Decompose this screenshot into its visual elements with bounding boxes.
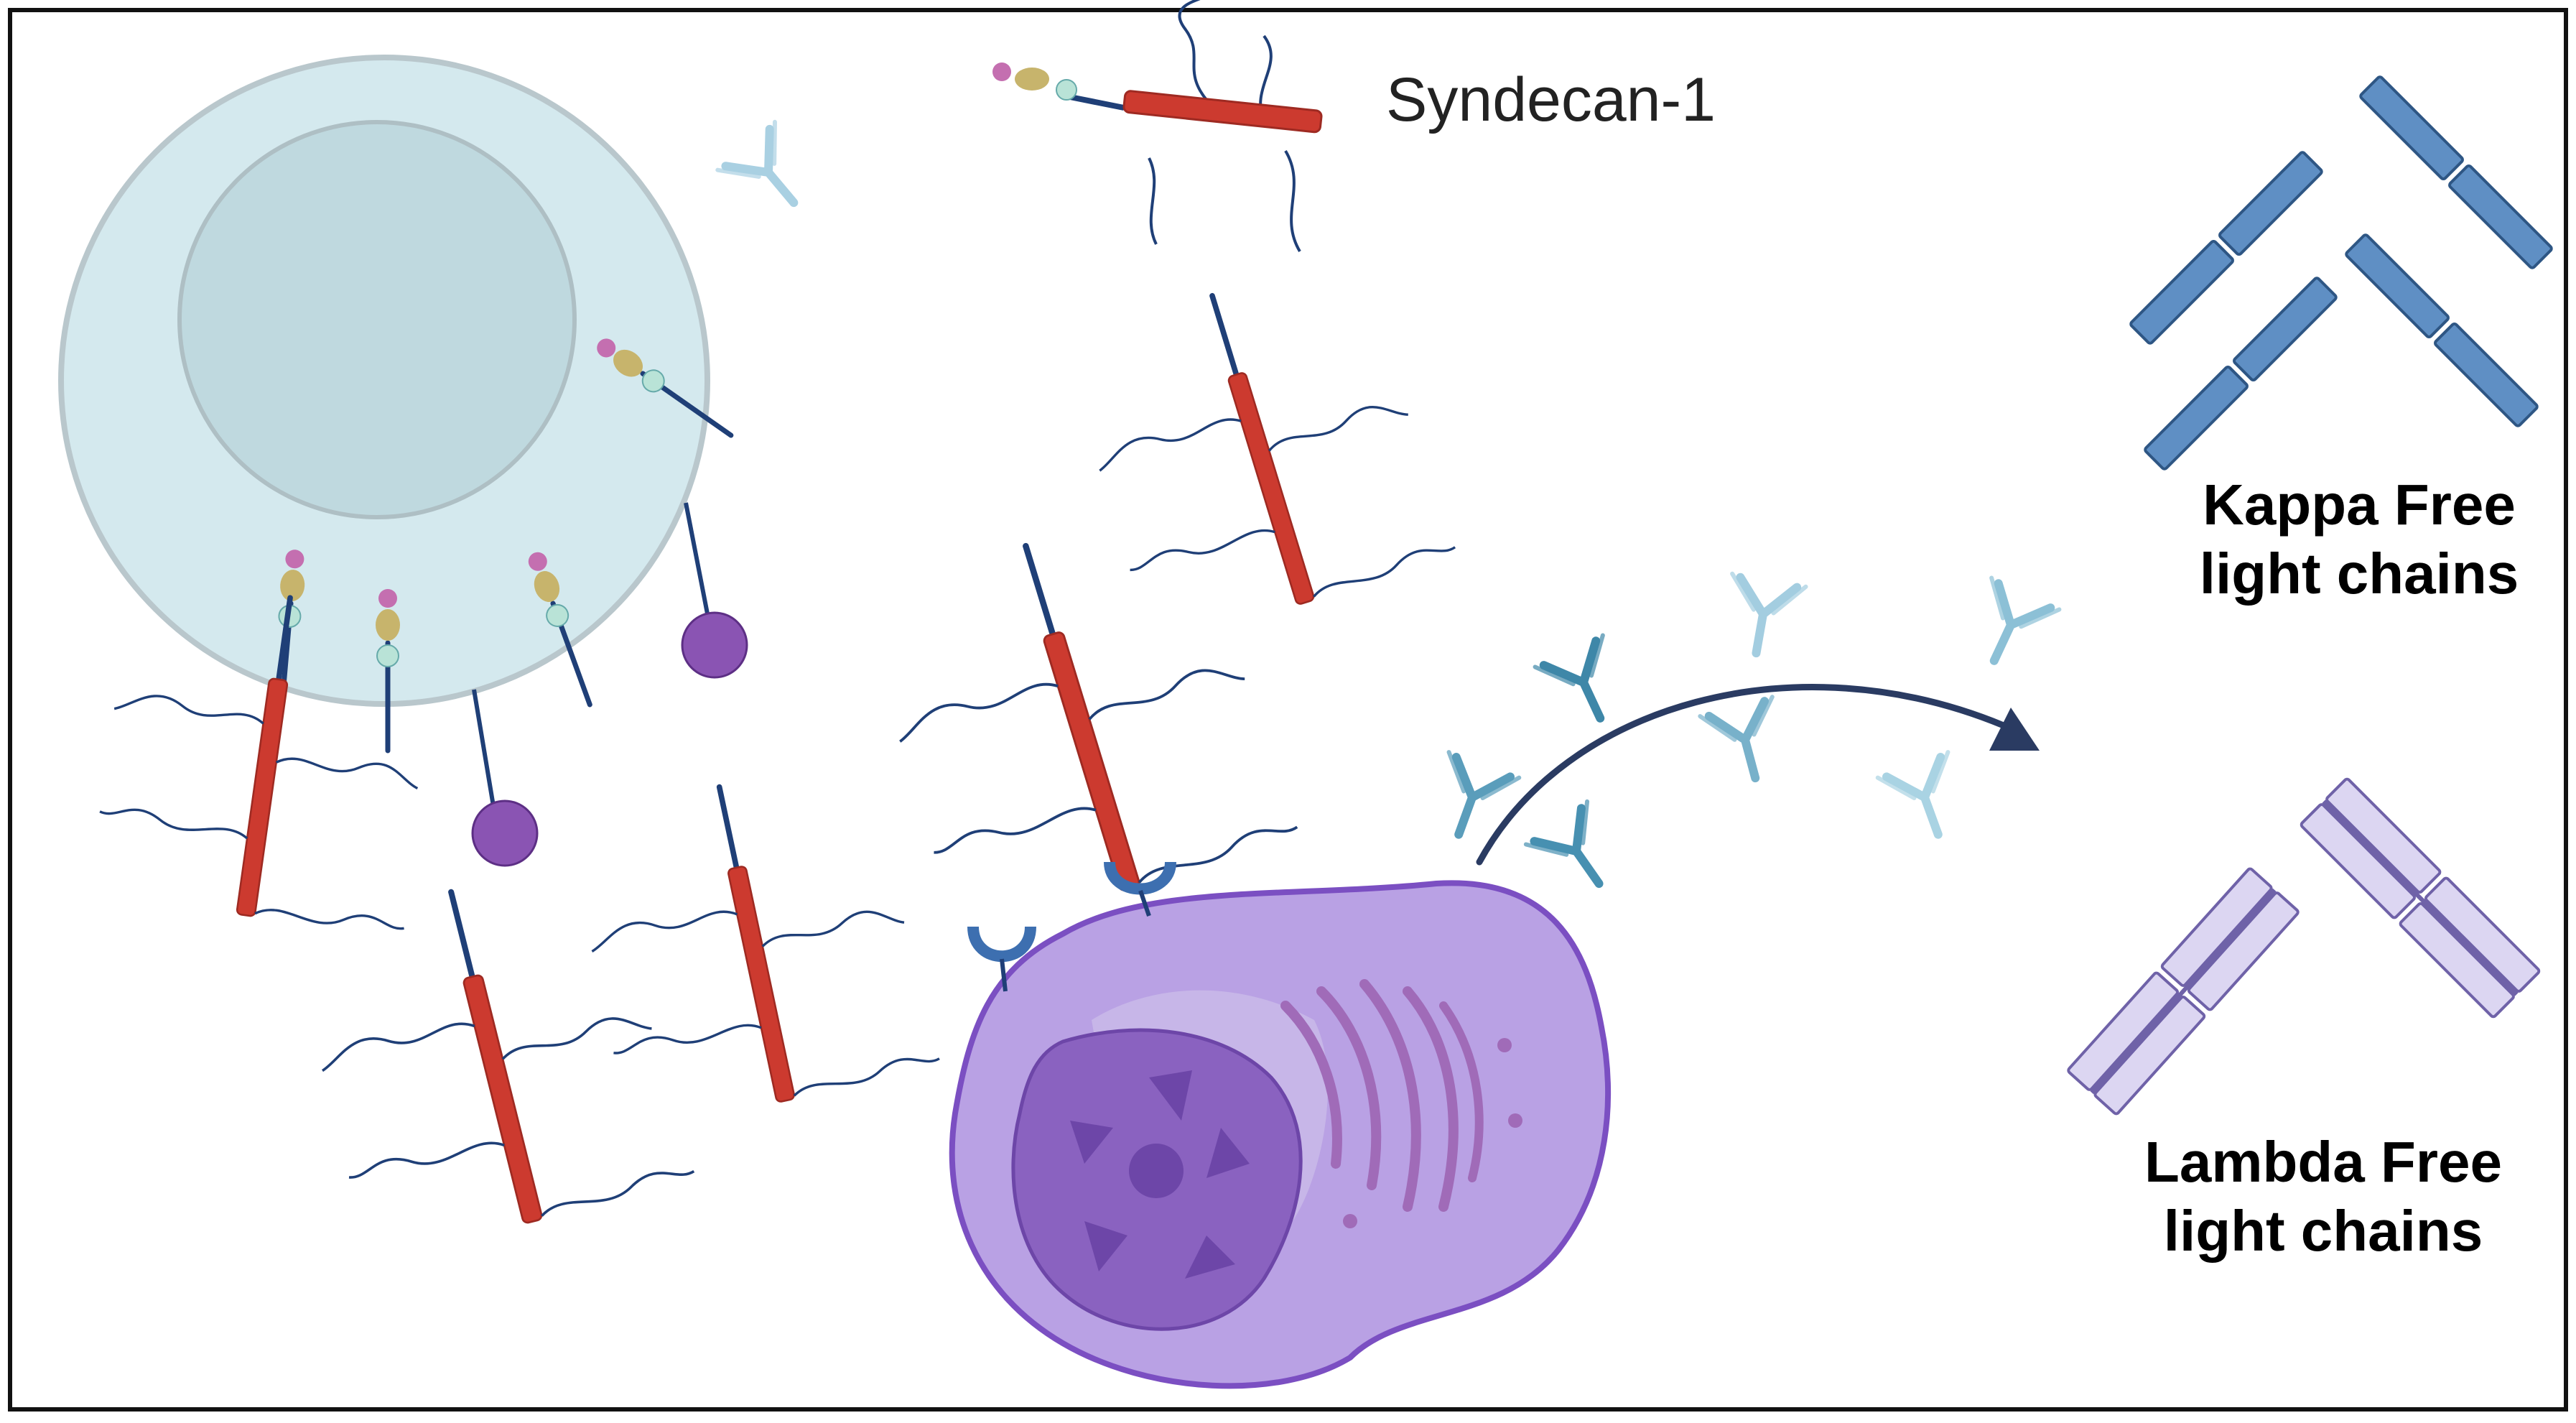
b-cell-icon xyxy=(58,55,710,707)
purple-ball-icon xyxy=(471,502,748,867)
plasma-cell-icon xyxy=(949,861,1612,1389)
arrow-icon xyxy=(1476,684,2040,866)
kappa-label: Kappa Free light chains xyxy=(2158,471,2560,608)
lambda-label-line2: light chains xyxy=(2163,1199,2483,1263)
syndecan-label: Syndecan-1 xyxy=(1386,65,1716,134)
kappa-label-line1: Kappa Free xyxy=(2203,473,2516,537)
kappa-label-line2: light chains xyxy=(2199,542,2519,606)
lambda-label: Lambda Free light chains xyxy=(2122,1128,2524,1266)
syndecan-legend-icon xyxy=(992,0,1323,253)
lambda-label-line1: Lambda Free xyxy=(2144,1130,2502,1194)
